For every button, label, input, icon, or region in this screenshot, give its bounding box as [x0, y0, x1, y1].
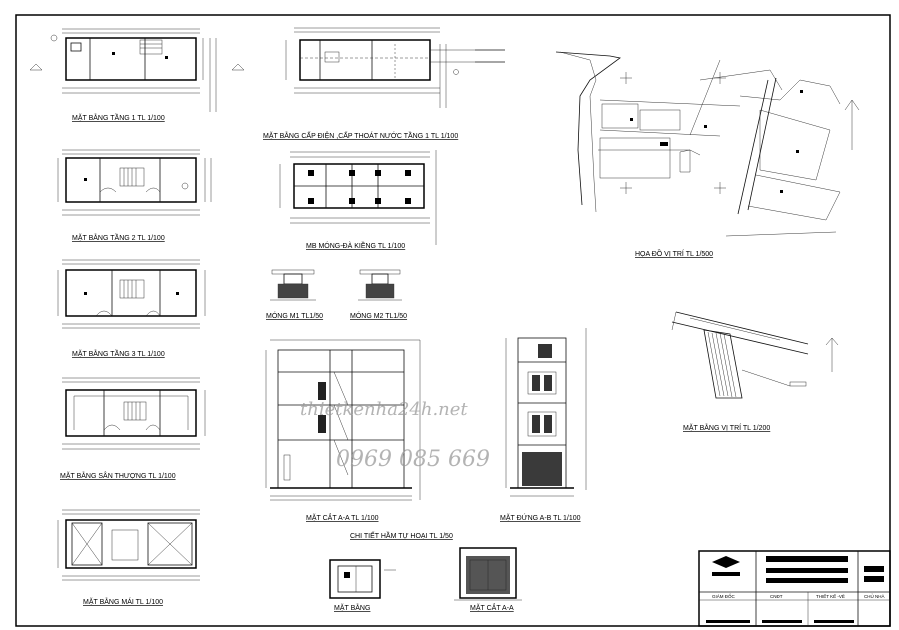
- floor2-plan: [57, 149, 212, 216]
- location-map-title: HỌA ĐỒ VỊ TRÍ TL 1/500: [635, 248, 713, 258]
- footing-m2-title: MÓNG M2 TL1/50: [350, 311, 407, 320]
- title-block-designer: THIẾT KẾ -VẼ: [816, 593, 845, 599]
- footing-m1: [270, 269, 316, 301]
- watermark-phone: 0969 085 669: [336, 447, 490, 472]
- septic-plan: [329, 559, 396, 599]
- terrace-plan: [62, 377, 206, 450]
- footing-m2: [358, 269, 402, 301]
- elevation-ab: [505, 328, 587, 497]
- watermark-site: thietkenha24h.net: [300, 399, 468, 420]
- location-map: [555, 51, 860, 237]
- electric-title: MẶT BẰNG CẤP ĐIỆN ,CẤP THOÁT NƯỚC TẦNG 1…: [263, 130, 458, 140]
- floor3-title: MẶT BẰNG TẦNG 3 TL 1/100: [72, 348, 165, 358]
- section-aa-title: MẶT CẮT A-A TL 1/100: [306, 513, 379, 522]
- septic-section-title: MẶT CẮT A-A: [470, 603, 514, 612]
- footing-m1-title: MÓNG M1 TL1/50: [266, 311, 323, 320]
- septic-title: CHI TIẾT HẦM TỰ HOẠI TL 1/50: [350, 530, 453, 540]
- sheet-border: [15, 14, 891, 627]
- floor1-plan: [29, 28, 245, 112]
- roof-plan: [57, 509, 200, 581]
- title-block: [698, 550, 891, 627]
- site-plan: [671, 311, 839, 399]
- terrace-title: MẶT BẰNG SÂN THƯỢNG TL 1/100: [60, 471, 176, 480]
- foundation-plan: [279, 150, 437, 245]
- septic-section: [454, 547, 522, 601]
- foundation-title: MB MÓNG-ĐÀ KIỀNG TL 1/100: [306, 240, 405, 250]
- electric-plan: [285, 27, 505, 108]
- title-block-owner: CHỦ NHÀ: [864, 593, 885, 599]
- section-aa: [265, 339, 421, 501]
- floor3-plan: [57, 259, 206, 329]
- elevation-ab-title: MẶT ĐỨNG A-B TL 1/100: [500, 513, 581, 522]
- roof-title: MẶT BẰNG MÁI TL 1/100: [83, 597, 163, 606]
- title-block-director: GIÁM ĐỐC: [712, 593, 736, 599]
- title-block-chief: CNĐT: [770, 594, 783, 599]
- site-plan-title: MẶT BẰNG VỊ TRÍ TL 1/200: [683, 423, 770, 432]
- septic-plan-title: MẶT BẰNG: [334, 603, 370, 612]
- floor2-title: MẶT BẰNG TẦNG 2 TL 1/100: [72, 232, 165, 242]
- floor1-title: MẶT BẰNG TẦNG 1 TL 1/100: [72, 112, 165, 122]
